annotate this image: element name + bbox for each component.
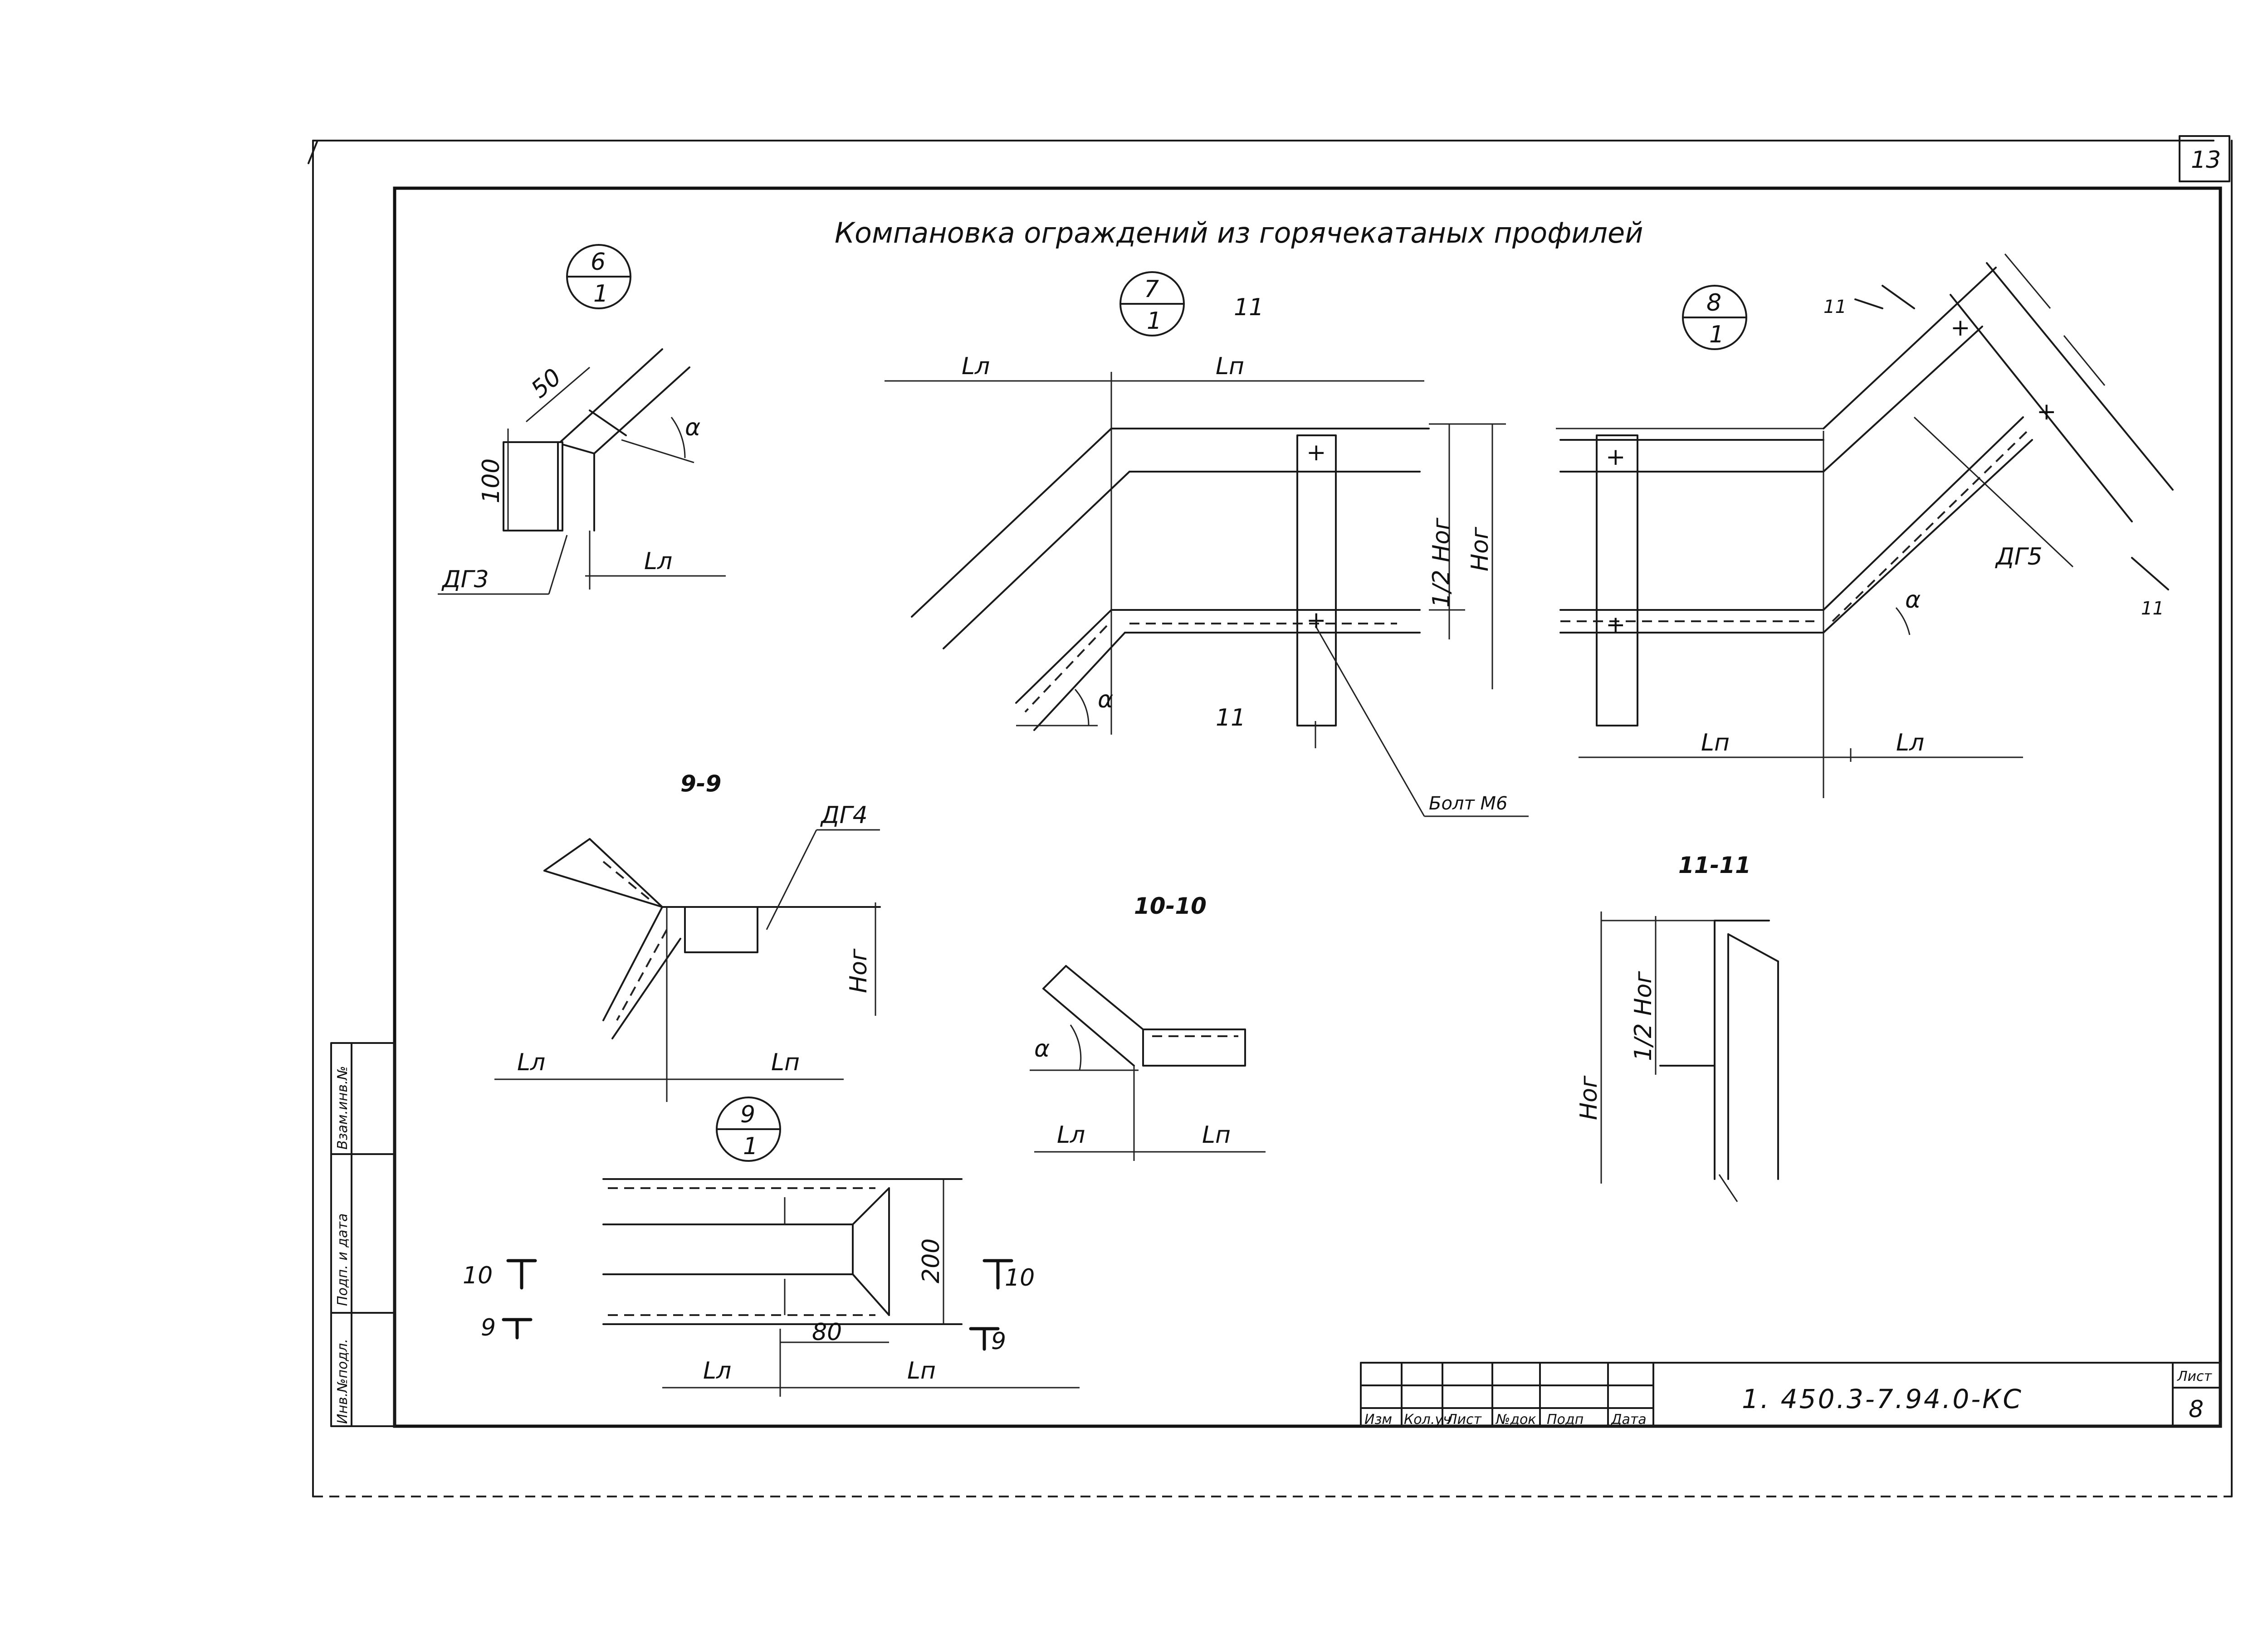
sheet-number: 8 xyxy=(2189,1396,2204,1423)
d8-bolt-plus-4: + xyxy=(2037,398,2057,425)
sec1111-label-hog: Hог xyxy=(1575,1075,1603,1120)
d7-label-11: 11 xyxy=(1234,294,1264,321)
callout-8: 8 1 xyxy=(1682,285,1747,350)
d6-dim-100: 100 xyxy=(478,458,505,503)
callout-8-bottom: 1 xyxy=(1709,321,1724,348)
stamp-col-data: Дата xyxy=(1610,1412,1647,1428)
d8-section-11-bottom: 11 xyxy=(2141,598,2164,619)
callout-7-top: 7 xyxy=(1144,276,1159,303)
d7-label-half-hog: 1/2 Hог xyxy=(1428,517,1455,608)
callout-6-top: 6 xyxy=(591,249,606,276)
d8-label-dg5: ДГ5 xyxy=(1995,543,2043,570)
corner-number-box: 13 xyxy=(2179,135,2230,182)
callout-8-top: 8 xyxy=(1706,289,1721,317)
inner-frame xyxy=(393,186,2222,1428)
d7-label-lp: Lп xyxy=(1216,353,1244,380)
d9-dim-200: 200 xyxy=(918,1238,945,1283)
sec99-label-hog: Hог xyxy=(845,948,872,993)
d7-label-alpha: α xyxy=(1098,686,1113,713)
outer-frame xyxy=(308,140,2233,1497)
d8-label-ll: Lл xyxy=(1896,729,1924,756)
d9-label-lp: Lп xyxy=(907,1357,936,1384)
sec1010-title: 10-10 xyxy=(1134,893,1207,919)
side-stamp: Инв.№подл. Подп. и дата Взам.инв.№ xyxy=(330,1042,396,1427)
d8-bolt-plus-3: + xyxy=(1950,314,1970,341)
sec1111-title: 11-11 xyxy=(1678,852,1751,878)
d7-bolt-label: Болт М6 xyxy=(1429,793,1507,814)
d9-mark-9-left: 9 xyxy=(481,1314,496,1341)
d9-mark-10-left: 10 xyxy=(463,1262,493,1289)
d7-label-ll: Lл xyxy=(962,353,990,380)
stamp-col-ndok: №док xyxy=(1495,1412,1536,1428)
sec1111-label-half-hog: 1/2 Hог xyxy=(1630,971,1657,1061)
d8-label-alpha: α xyxy=(1905,586,1921,614)
drawing-code: 1. 450.3-7.94.0-КС xyxy=(1742,1384,2023,1414)
side-stamp-inv: Инв.№подл. xyxy=(335,1339,351,1424)
sec99-label-lp: Lп xyxy=(771,1049,800,1076)
sec99-label-ll: Lл xyxy=(517,1049,545,1076)
corner-number: 13 xyxy=(2191,146,2221,174)
section-11-11: 11-11 1/2 Hог Hог xyxy=(1575,852,1779,1202)
side-stamp-replace: Взам.инв.№ xyxy=(335,1066,351,1150)
d7-bolt-plus-2: + xyxy=(1306,607,1326,634)
callout-7: 7 1 11 xyxy=(1119,271,1264,336)
detail-9: 200 80 Lл Lп 10 9 10 9 xyxy=(463,1178,1080,1397)
d8-section-11-top: 11 xyxy=(1823,297,1847,317)
d8-bolt-plus-1: + xyxy=(1606,444,1626,471)
stamp-col-podp: Подп xyxy=(1547,1412,1584,1428)
d7-label-hog: Hог xyxy=(1466,526,1494,571)
callout-9-top: 9 xyxy=(740,1101,755,1128)
d9-mark-10-right: 10 xyxy=(1005,1264,1035,1292)
d9-dim-80: 80 xyxy=(812,1319,842,1346)
d8-bolt-plus-2: + xyxy=(1606,611,1626,639)
d6-dim-50: 50 xyxy=(526,363,567,403)
detail-7: + + Lл Lп 1/2 Hог Hог α 11 Болт М6 xyxy=(885,353,1529,817)
sheet-label: Лист xyxy=(2177,1369,2213,1384)
sheet-title: Компановка ограждений из горячекатаных п… xyxy=(835,216,1643,249)
sec99-label-dg4: ДГ4 xyxy=(820,802,868,829)
side-stamp-sign: Подп. и дата xyxy=(335,1214,351,1306)
sec1010-label-alpha: α xyxy=(1034,1035,1050,1063)
detail-6: 50 100 ДГ3 Lл α xyxy=(438,348,726,595)
section-10-10: 10-10 α Lл Lп xyxy=(1030,893,1266,1161)
title-block: Изм Кол.уч Лист №док Подп Дата 1. 450.3-… xyxy=(1360,1362,2221,1428)
d8-label-lp: Lп xyxy=(1701,729,1730,756)
detail-8: + + + + ДГ5 Lп Lл α 11 11 xyxy=(1556,253,2174,798)
d7-bolt-plus-1: + xyxy=(1306,439,1326,466)
stamp-col-izm: Изм xyxy=(1364,1412,1392,1428)
callout-7-bottom: 1 xyxy=(1147,307,1162,335)
callout-9-bottom: 1 xyxy=(743,1133,758,1160)
d9-label-ll: Lл xyxy=(703,1357,731,1384)
d7-section-11: 11 xyxy=(1216,704,1246,731)
callout-9: 9 1 xyxy=(716,1097,781,1162)
sec1010-label-lp: Lп xyxy=(1202,1121,1231,1149)
d6-label-ll: Lл xyxy=(644,548,672,575)
callout-6-bottom: 1 xyxy=(593,280,608,307)
sec1010-label-ll: Lл xyxy=(1057,1121,1085,1149)
stamp-col-koluch: Кол.уч xyxy=(1404,1412,1451,1428)
d9-mark-9-right: 9 xyxy=(991,1328,1006,1355)
section-9-9: 9-9 ДГ4 Hог Lл Lп xyxy=(494,770,881,1102)
d6-label-alpha: α xyxy=(685,414,700,441)
callout-6: 6 1 xyxy=(566,244,631,309)
stamp-col-list: Лист xyxy=(1447,1412,1482,1428)
d6-label-dg3: ДГ3 xyxy=(441,566,489,593)
sec99-title: 9-9 xyxy=(680,770,721,797)
